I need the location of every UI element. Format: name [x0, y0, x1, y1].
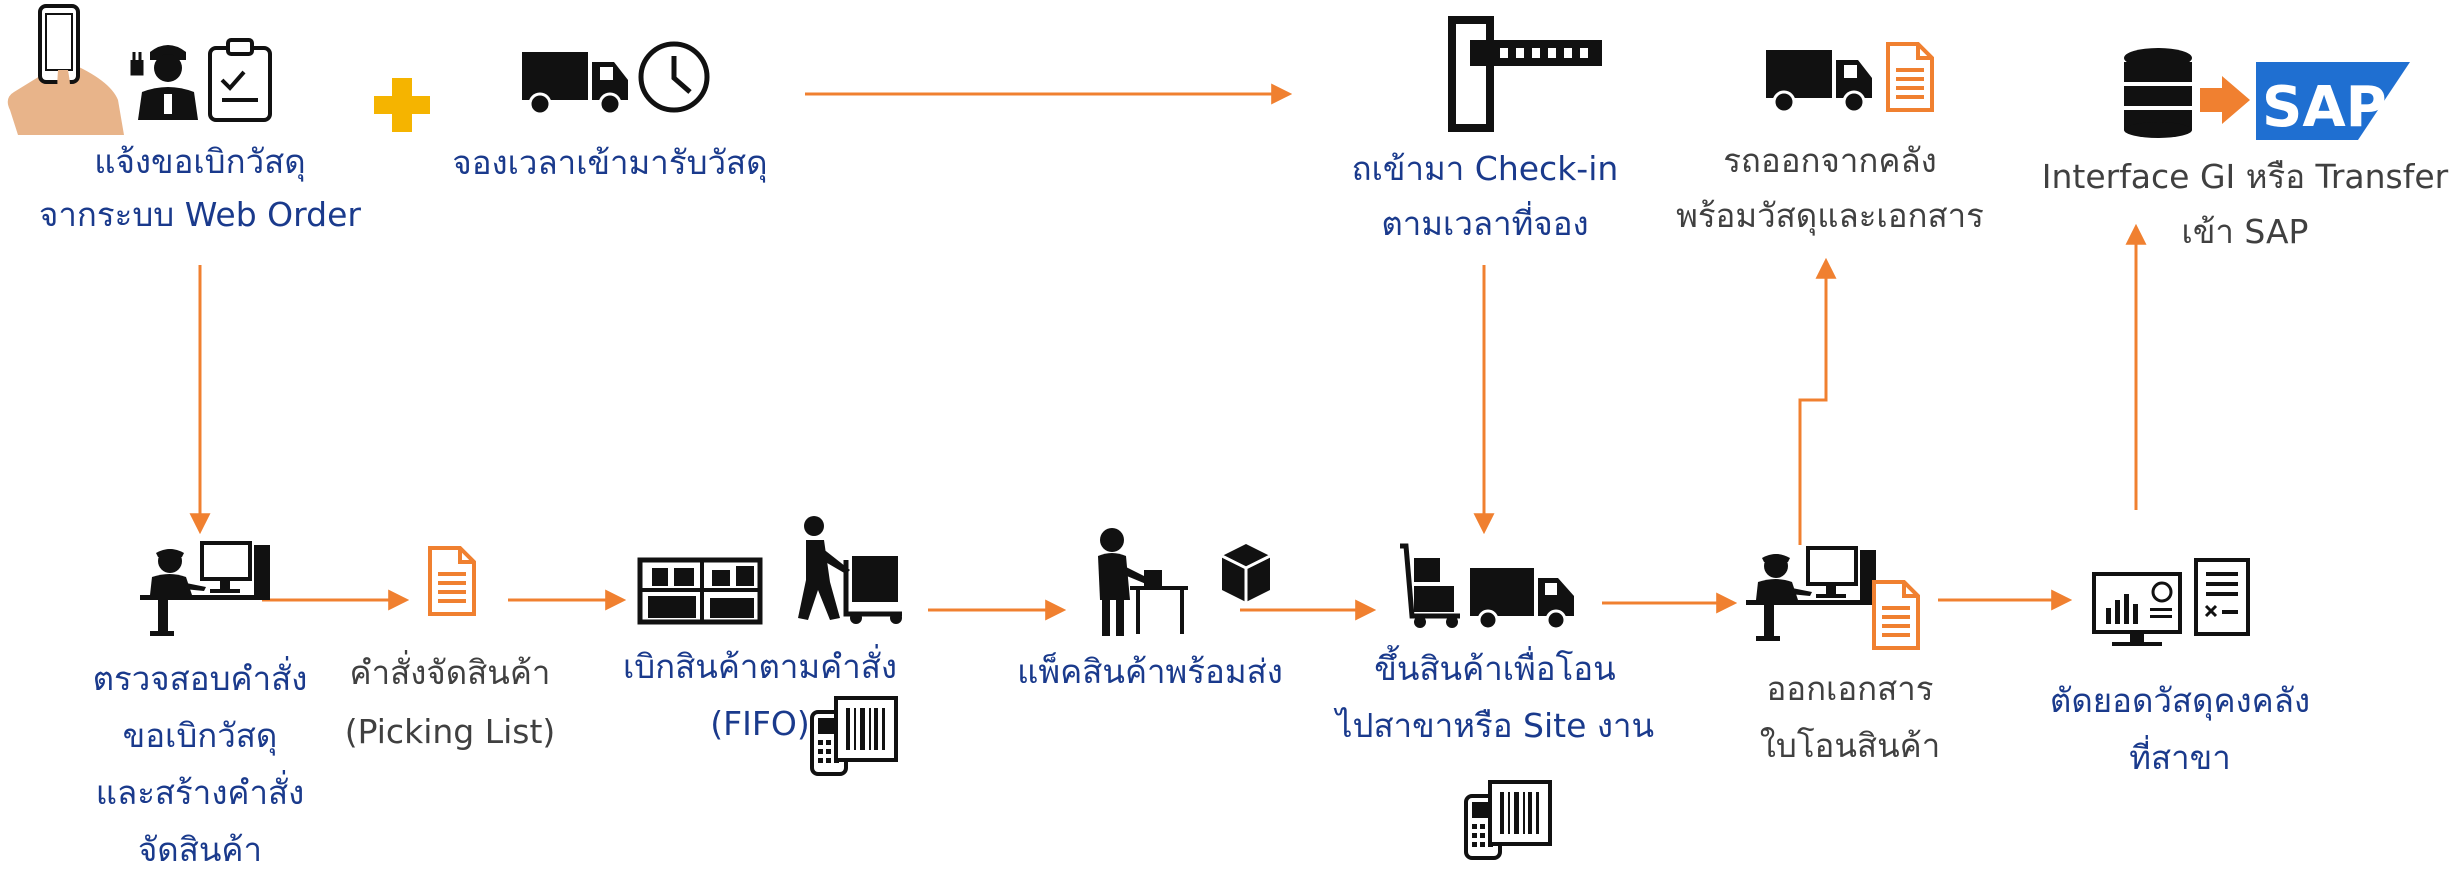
sap-logo-text: SAP	[2262, 75, 2387, 140]
smartphone-hand-icon	[7, 4, 124, 135]
label-line: แพ็คสินค้าพร้อมส่ง	[1017, 652, 1283, 691]
label-line: (Picking List)	[344, 712, 556, 751]
step-picking-list-label: คำสั่งจัดสินค้า (Picking List)	[330, 656, 570, 748]
label-line: คำสั่งจัดสินค้า	[349, 653, 551, 692]
document-icon	[1886, 42, 1934, 112]
dashboard-report-icon	[2092, 558, 2250, 646]
database-icon	[2124, 48, 2192, 138]
label-line: รถออกจากคลัง	[1723, 141, 1937, 180]
label-line: แจ้งขอเบิกวัสดุ	[94, 142, 306, 181]
label-line: เบิกสินค้าตามคำสั่ง	[622, 647, 898, 686]
loading-truck-icon	[1400, 543, 1574, 631]
gate-barrier-icon	[1448, 16, 1602, 132]
step-request-label: แจ้งขอเบิกวัสดุ จากระบบ Web Order	[20, 145, 380, 231]
step-pack-label: แพ็คสินค้าพร้อมส่ง	[1000, 655, 1300, 688]
label-line: ใบโอนสินค้า	[1759, 726, 1941, 765]
label-line: จากระบบ Web Order	[39, 195, 361, 234]
office-worker-computer-icon	[1744, 546, 1878, 643]
truck-icon	[520, 50, 630, 116]
label-line: (FIFO)	[710, 704, 810, 743]
hand-truck-worker-icon	[798, 516, 902, 624]
document-icon	[1872, 580, 1920, 650]
label-line: เข้า SAP	[2181, 212, 2309, 251]
label-line: ขึ้นสินค้าเพื่อโอน	[1374, 649, 1616, 688]
label-line: Interface GI หรือ Transfer	[2041, 157, 2449, 196]
step-load-label: ขึ้นสินค้าเพื่อโอน ไปสาขาหรือ Site งาน	[1330, 652, 1660, 742]
arrow-right-icon	[2200, 76, 2250, 124]
warehouse-shelves-icon	[637, 557, 763, 625]
step-withdraw-label: เบิกสินค้าตามคำสั่ง (FIFO)	[600, 650, 920, 740]
label-line: พร้อมวัสดุและเอกสาร	[1676, 196, 1984, 235]
step-verify-label: ตรวจสอบคำสั่ง ขอเบิกวัสดุ และสร้างคำสั่ง…	[55, 662, 345, 866]
document-icon	[428, 546, 476, 616]
label-line: ถเข้ามา Check-in	[1351, 149, 1619, 188]
step-interface-label: Interface GI หรือ Transfer เข้า SAP	[2030, 160, 2460, 248]
label-line: ตรวจสอบคำสั่ง	[92, 659, 308, 698]
label-line: ตามเวลาที่จอง	[1381, 204, 1589, 243]
sap-logo-icon: SAP	[2256, 62, 2410, 140]
clock-icon	[638, 41, 710, 113]
step-booking-label: จองเวลาเข้ามารับวัสดุ	[420, 146, 800, 179]
step-checkin-label: ถเข้ามา Check-in ตามเวลาที่จอง	[1310, 152, 1660, 240]
label-line: ขอเบิกวัสดุ	[122, 716, 278, 755]
step-issue-docs-label: ออกเอกสาร ใบโอนสินค้า	[1720, 672, 1980, 762]
step-deduct-label: ตัดยอดวัสดุคงคลัง ที่สาขา	[2020, 684, 2340, 774]
label-line: และสร้างคำสั่ง	[95, 773, 305, 812]
clipboard-checklist-icon	[208, 38, 272, 122]
electrician-worker-icon	[130, 45, 198, 120]
barcode-scanner-icon	[1464, 780, 1552, 860]
label-line: ที่สาขา	[2129, 738, 2231, 777]
label-line: ออกเอกสาร	[1766, 669, 1934, 708]
arrow-docs-to-departure	[1798, 257, 1837, 545]
label-line: จัดสินค้า	[137, 830, 263, 869]
truck-icon	[1764, 48, 1874, 114]
office-worker-computer-icon	[138, 541, 272, 638]
label-line: ตัดยอดวัสดุคงคลัง	[2049, 681, 2311, 720]
step-departure-label: รถออกจากคลัง พร้อมวัสดุและเอกสาร	[1660, 144, 2000, 232]
plus-icon	[374, 78, 430, 132]
package-box-icon	[1221, 544, 1271, 602]
label-line: ไปสาขาหรือ Site งาน	[1335, 706, 1655, 745]
flow-arrows	[189, 83, 2147, 621]
packing-worker-icon	[1098, 528, 1188, 636]
label-line: จองเวลาเข้ามารับวัสดุ	[452, 143, 768, 182]
